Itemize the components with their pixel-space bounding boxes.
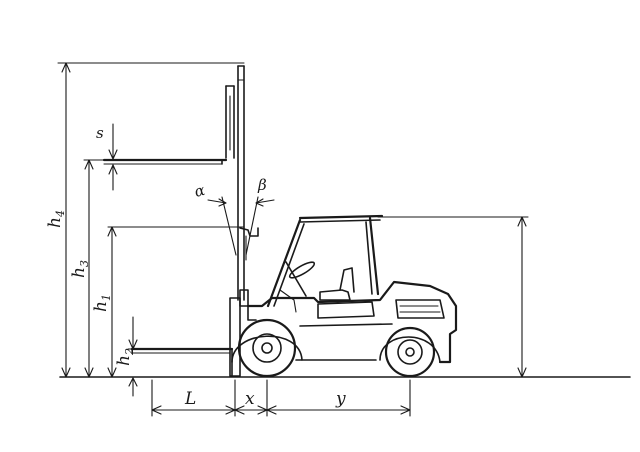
body-lower-line [299,323,393,327]
tilt-angle-indicators [207,196,275,256]
rear-wheel-hub [405,347,415,357]
steering-column [285,261,307,297]
overhead-guard-front-post-inner [273,223,305,307]
body-front-lower [247,305,257,321]
rear-wheel-arch [379,336,441,363]
lowered-carriage [130,289,249,377]
rear-wheel-tire [384,326,436,378]
arrow-h2-lower [128,377,138,387]
mast [102,65,259,301]
arrow-h1-top [107,226,117,237]
front-wheel-arch [231,335,303,363]
body-center-panel [317,301,375,319]
overhead-guard-roof [298,214,384,220]
label-x: x [245,389,255,409]
label-y: y [335,389,346,409]
label-h4: h4 [45,210,67,228]
arrow-h4-top [61,62,71,73]
label-alpha: α [192,181,206,201]
arrow-y-left [266,405,277,415]
arrow-y-right [400,405,411,415]
front-wheel-rim [252,333,282,363]
overhead-guard-rear-post-inner [365,221,373,295]
seat-backrest [339,267,355,293]
front-wheel-tire [237,318,297,378]
arrow-L-left [151,405,162,415]
label-h2: h2 [114,348,136,366]
overhead-guard-rear-post [368,216,380,296]
alpha-arrowhead [218,198,227,207]
overhead-guard-roof-inner [299,219,381,223]
carriage-backrest-top [239,289,249,307]
arrow-h1-bottom [107,367,117,378]
alpha-arrow [207,199,227,204]
beta-arrow [255,199,275,204]
arrow-x-left [234,405,245,415]
overhead-guard-front-post [266,218,302,308]
arrow-overhead-guard-bottom [517,367,527,378]
body-outline-top [246,280,458,364]
front-wheel-hub [261,342,273,354]
arrow-s-lower [108,164,118,175]
label-h3: h3 [69,260,91,278]
arrow-h4-bottom [61,367,71,378]
tilt-forward-line [221,196,237,256]
arrow-h3-top [84,159,94,170]
rear-wheel-rim [397,339,423,365]
tilt-cylinder-bracket [239,227,259,237]
arrow-h3-bottom [84,367,94,378]
label-h1: h1 [91,294,113,312]
label-beta: β [257,176,267,194]
rear-wheel [384,326,436,378]
front-wheel [237,318,297,378]
steering-wheel [288,261,316,279]
beta-arrowhead [255,198,264,207]
carriage-plate [229,297,241,377]
truck-body [231,214,458,364]
label-s: s [96,124,104,142]
label-L: L [184,389,196,409]
seat-cushion [319,289,351,301]
control-lever [279,289,297,313]
counterweight-panel [395,299,445,319]
tilt-backward-line [245,196,259,256]
arrow-overhead-guard-top [517,216,527,227]
